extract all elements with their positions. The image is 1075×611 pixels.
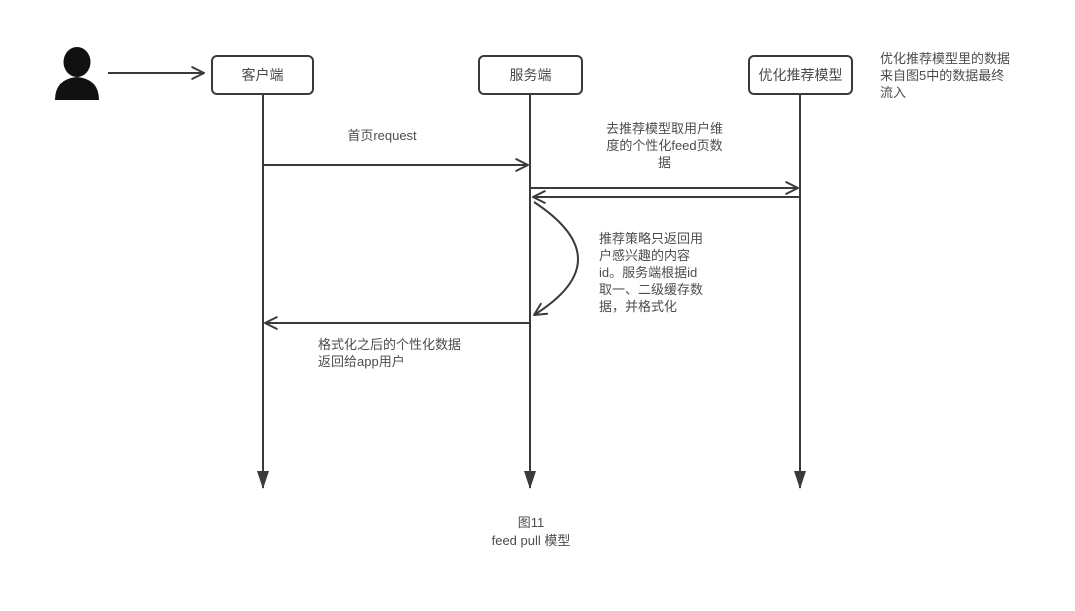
figure-caption: 图11 feed pull 模型 bbox=[491, 515, 571, 548]
label-homepage-request: 首页request bbox=[347, 128, 417, 143]
participant-server: 服务端 bbox=[478, 55, 583, 95]
label-strategy-processing-note: 推荐策略只返回用 户感兴趣的内容 id。服务端根据id 取一、二级缓存数 据，并… bbox=[599, 231, 704, 314]
participant-recommendation-model: 优化推荐模型 bbox=[748, 55, 853, 95]
side-note-model-data-source: 优化推荐模型里的数据 来自图5中的数据最终 流入 bbox=[880, 51, 1011, 100]
label-return-formatted-data: 格式化之后的个性化数据 返回给app用户 bbox=[318, 337, 462, 369]
user-actor-icon bbox=[55, 47, 99, 100]
server-self-process-curve bbox=[533, 201, 579, 316]
participant-client: 客户端 bbox=[211, 55, 314, 95]
label-fetch-personalized-feed: 去推荐模型取用户维 度的个性化feed页数 据 bbox=[605, 121, 723, 170]
